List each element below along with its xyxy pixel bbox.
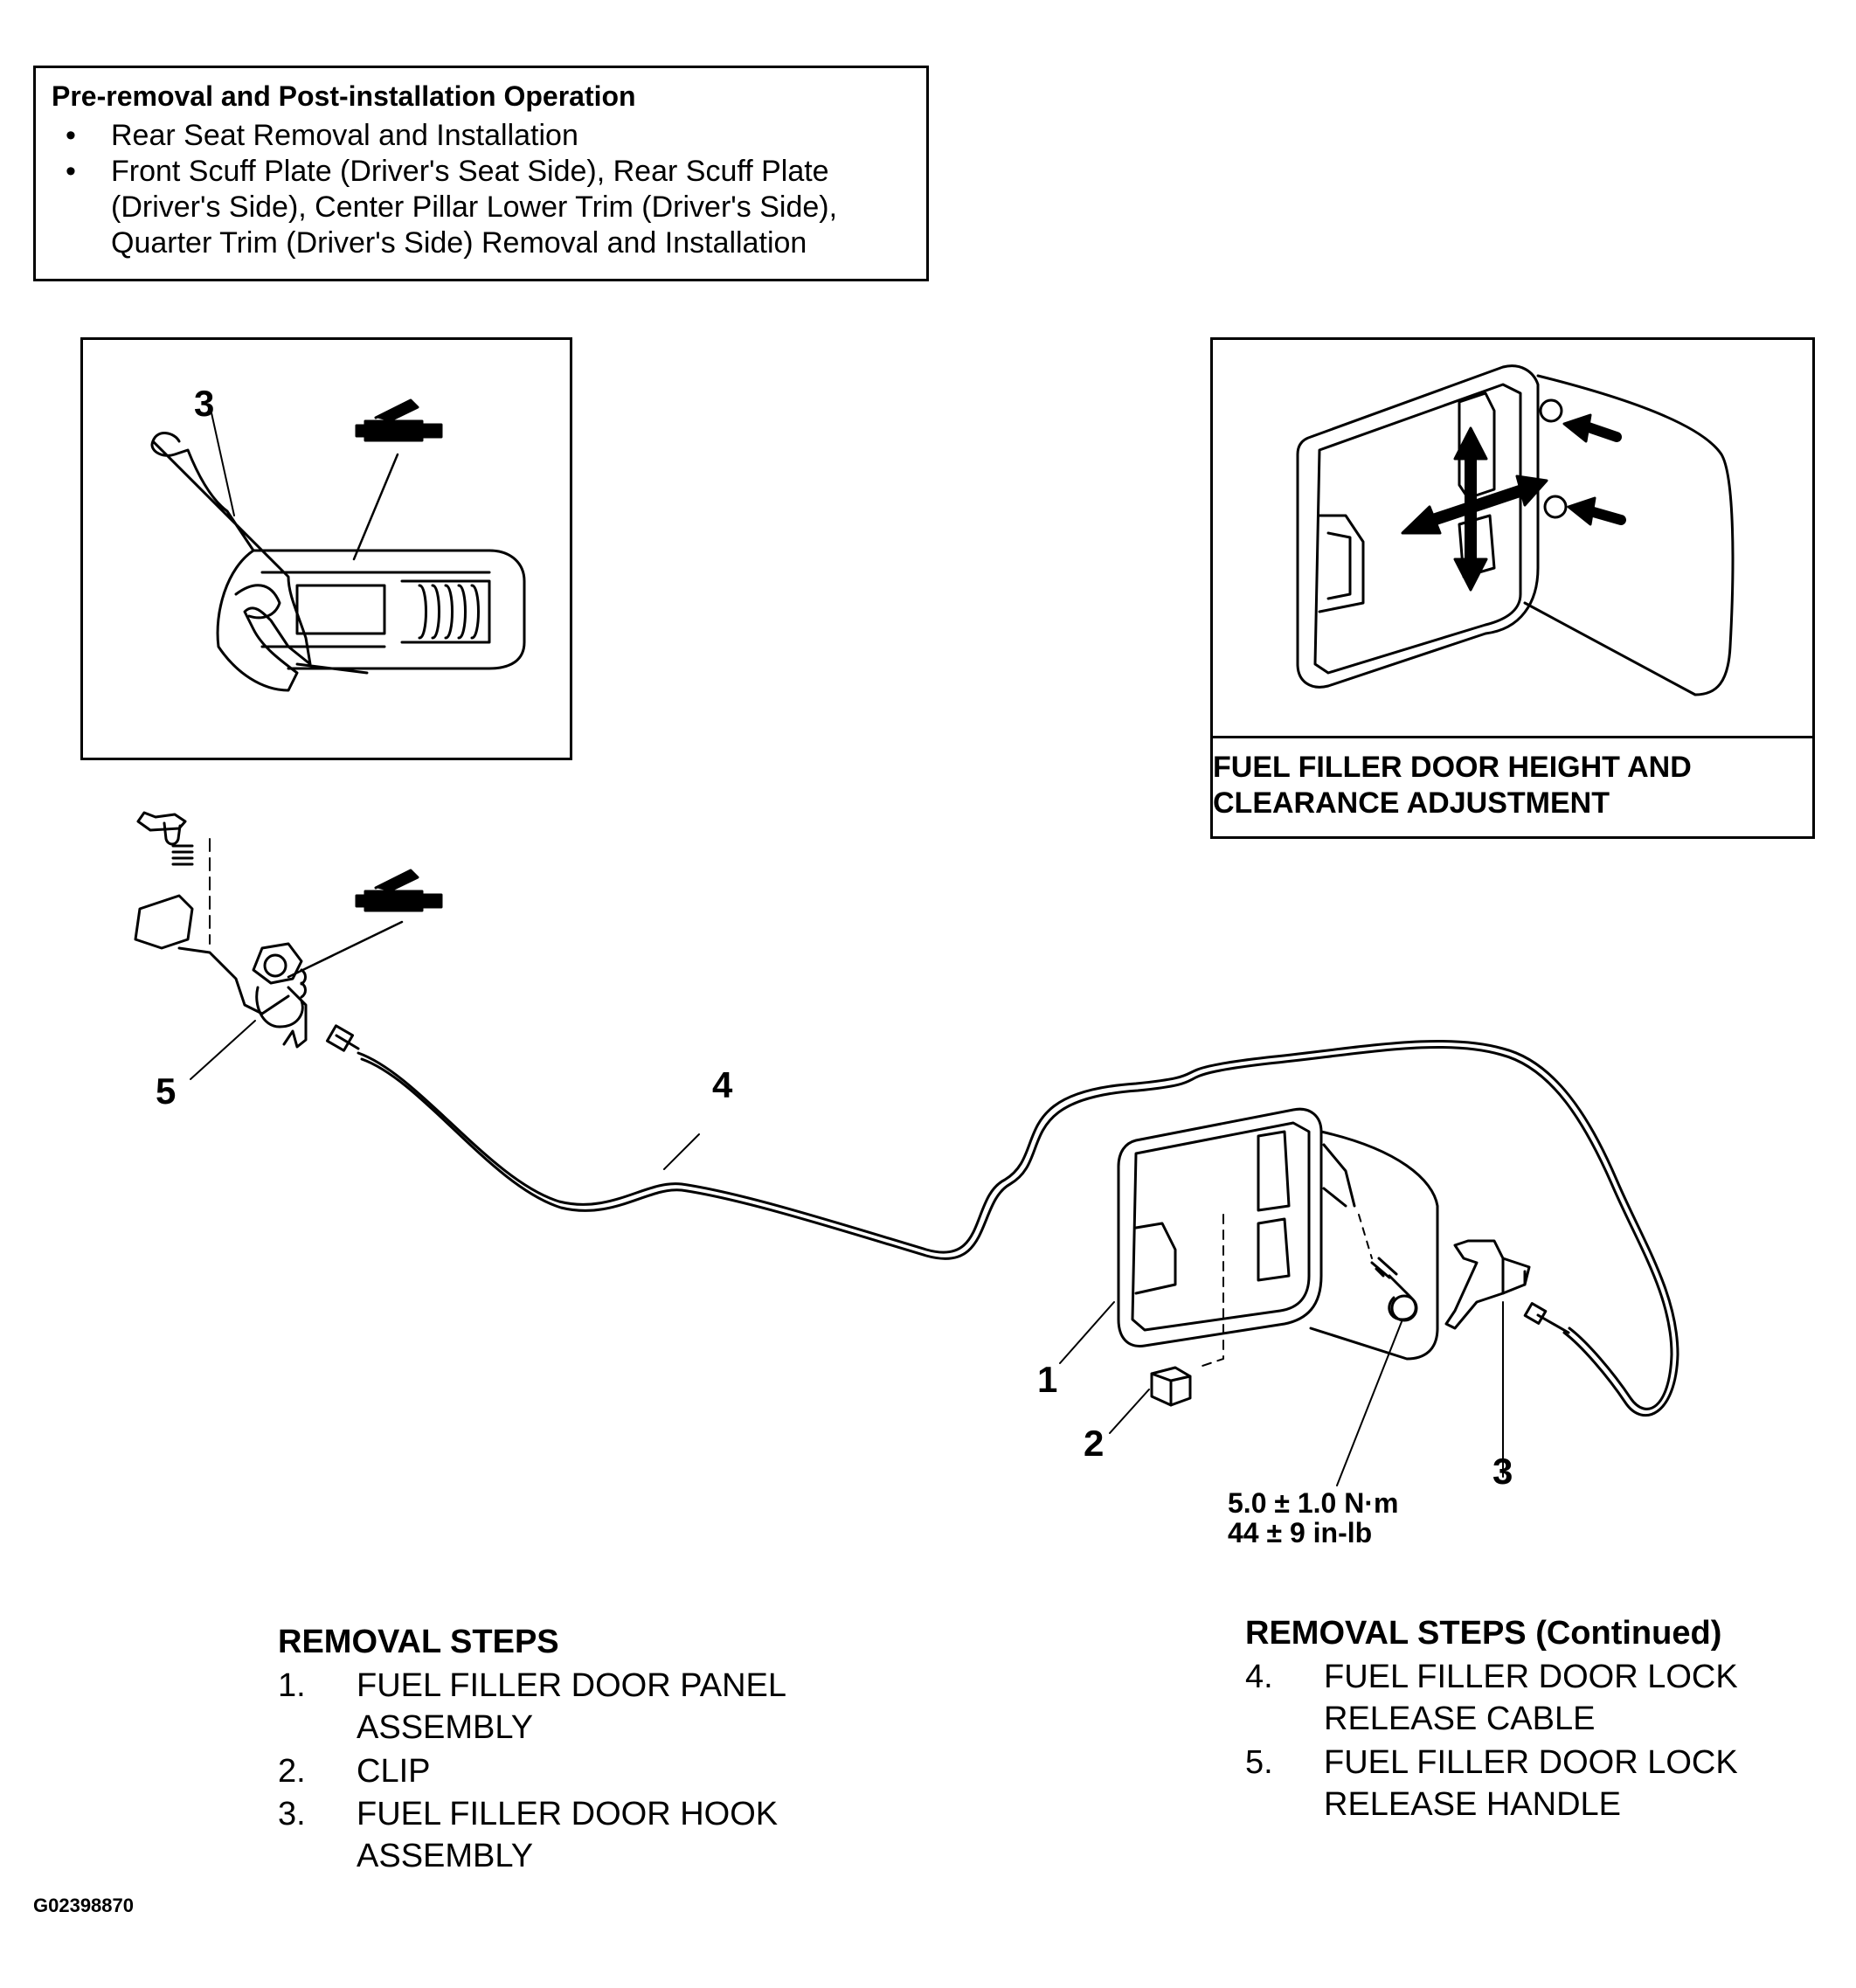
adjustment-inset-divider: [1210, 736, 1815, 738]
leader-line-detail-3: [210, 408, 235, 516]
adjustment-caption: FUEL FILLER DOOR HEIGHT AND CLEARANCE AD…: [1213, 751, 1692, 820]
grease-gun-icon-main: [287, 869, 443, 979]
removal-steps-continued-title: REMOVAL STEPS (Continued): [1245, 1615, 1722, 1652]
removal-steps-title: REMOVAL STEPS: [278, 1624, 559, 1660]
hook-assembly-detail: [150, 432, 526, 692]
figure-id: G02398870: [33, 1894, 134, 1916]
leader-line-1: [1059, 1301, 1115, 1364]
release-handle-drawing: [134, 811, 308, 1049]
step-number: 1.: [278, 1667, 306, 1704]
adjustment-arrows: [1401, 413, 1626, 592]
removal-step: 2. CLIP: [278, 1750, 890, 1792]
leader-line-5: [190, 1020, 256, 1080]
removal-step: 5. FUEL FILLER DOOR LOCK RELEASE HANDLE: [1245, 1742, 1839, 1825]
clip-drawing: [1150, 1366, 1192, 1407]
pre-removal-title: Pre-removal and Post-installation Operat…: [52, 80, 636, 112]
detail-inset-box: [80, 337, 572, 760]
leader-line-torque: [1336, 1319, 1403, 1486]
step-text: CLIP: [357, 1753, 431, 1790]
pre-removal-box: Pre-removal and Post-installation Operat…: [33, 66, 929, 281]
grease-gun-icon: [352, 398, 443, 561]
step-number: 5.: [1245, 1744, 1273, 1781]
step-text: FUEL FILLER DOOR LOCK RELEASE CABLE: [1324, 1659, 1738, 1737]
bolt-drawing: [1370, 1257, 1418, 1322]
callout-3: 3: [1492, 1451, 1513, 1492]
step-text: FUEL FILLER DOOR PANEL ASSEMBLY: [357, 1667, 786, 1746]
removal-step: 4. FUEL FILLER DOOR LOCK RELEASE CABLE: [1245, 1656, 1839, 1740]
callout-1: 1: [1037, 1359, 1058, 1400]
removal-step: 3. FUEL FILLER DOOR HOOK ASSEMBLY: [278, 1793, 890, 1877]
torque-metric: 5.0 ± 1.0 N·m: [1228, 1487, 1399, 1519]
callout-2: 2: [1084, 1423, 1105, 1464]
step-text: FUEL FILLER DOOR LOCK RELEASE HANDLE: [1324, 1744, 1738, 1823]
torque-spec: 5.0 ± 1.0 N·m 44 ± 9 in-lb: [1228, 1488, 1398, 1548]
removal-step: 1. FUEL FILLER DOOR PANEL ASSEMBLY: [278, 1665, 890, 1749]
adjustment-inset-box: [1210, 337, 1815, 839]
door-panel-drawing: [1117, 1107, 1439, 1368]
pre-removal-list: Rear Seat Removal and Installation Front…: [52, 118, 911, 261]
hook-assembly-drawing: [1444, 1239, 1531, 1478]
callout-4: 4: [712, 1064, 733, 1105]
leader-line-4: [663, 1133, 700, 1170]
step-number: 2.: [278, 1753, 306, 1790]
leader-line-2: [1109, 1389, 1150, 1434]
pre-removal-item: Rear Seat Removal and Installation: [52, 118, 911, 154]
adjustment-door-drawing: [1296, 364, 1735, 696]
release-cable-drawing: [325, 1024, 1679, 1417]
step-number: 4.: [1245, 1659, 1273, 1695]
step-text: FUEL FILLER DOOR HOOK ASSEMBLY: [357, 1796, 779, 1874]
pre-removal-item: Front Scuff Plate (Driver's Seat Side), …: [52, 154, 911, 261]
callout-5: 5: [156, 1070, 177, 1112]
torque-imperial: 44 ± 9 in-lb: [1228, 1517, 1373, 1548]
step-number: 3.: [278, 1796, 306, 1832]
detail-callout-3: 3: [194, 383, 215, 424]
